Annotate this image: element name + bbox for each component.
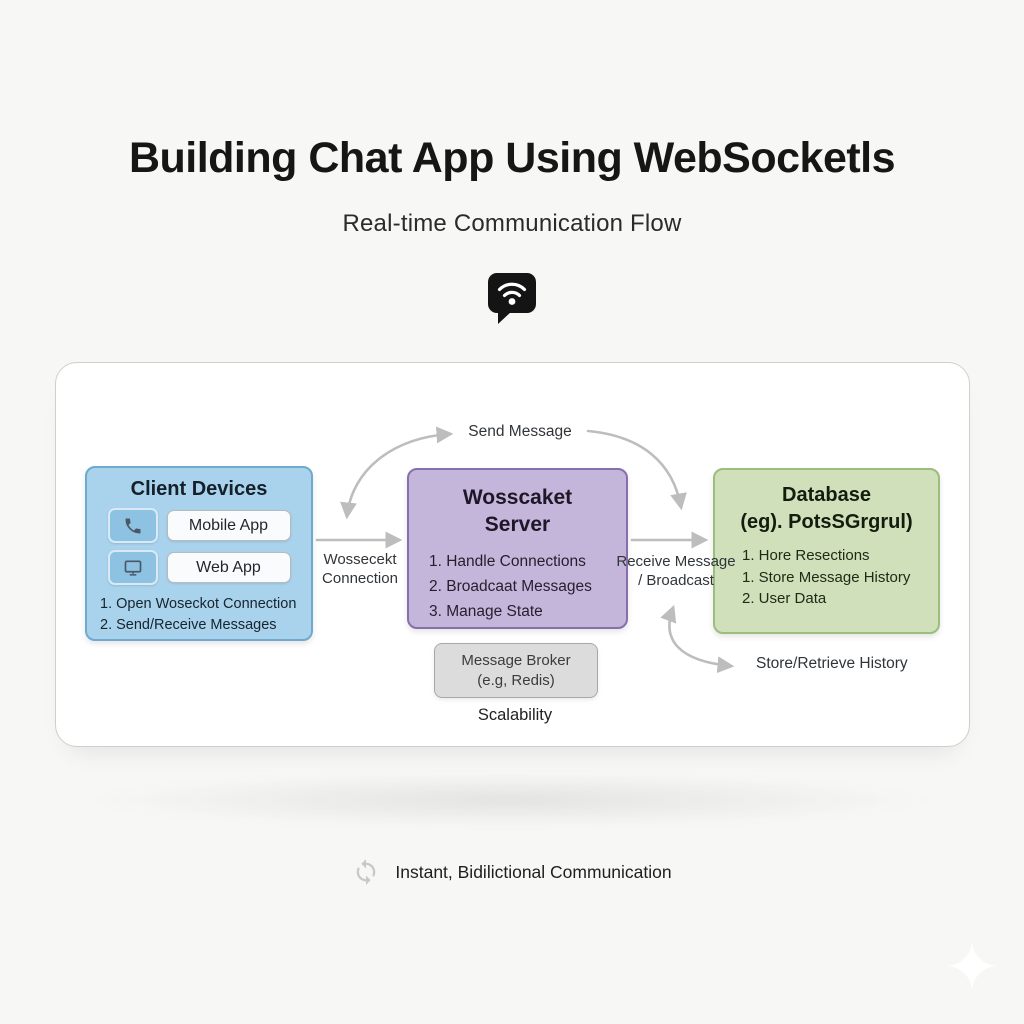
client-steps-list: 1. Open Woseckot Connection 2. Send/Rece… (87, 594, 311, 636)
monitor-icon (107, 550, 158, 585)
ws-connection-line2: Connection (322, 570, 398, 587)
database-title-line1: Database (782, 484, 871, 506)
web-app-label: Web App (166, 552, 291, 583)
database-steps-list: 1. Hore Resections 1. Store Message Hist… (715, 545, 938, 610)
server-title-line2: Server (484, 513, 551, 536)
web-app-row: Web App (87, 550, 311, 585)
sparkle-icon (944, 938, 1000, 994)
server-step: 1. Handle Connections (429, 553, 586, 570)
receive-line2: / Broadcast (638, 572, 714, 589)
database-title: Database (eg). PotsSGrgrul) (715, 482, 938, 536)
panel-shadow (80, 772, 940, 828)
websocket-server-box: Wosscaket Server 1. Handle Connections 2… (407, 468, 628, 629)
message-broker-box: Message Broker (e.g, Redis) (434, 643, 598, 698)
client-step: 2. Send/Receive Messages (100, 617, 277, 633)
client-devices-title: Client Devices (130, 478, 268, 500)
broker-line2: (e.g, Redis) (477, 671, 555, 689)
receive-line1: Receive Message (616, 553, 736, 570)
database-box: Database (eg). PotsSGrgrul) 1. Hore Rese… (713, 468, 940, 634)
websocket-connection-label: Wossecekt Connection (312, 550, 408, 588)
store-retrieve-arrow (660, 604, 735, 674)
phone-icon (107, 508, 158, 543)
scalability-label: Scalability (477, 706, 553, 724)
store-retrieve-label: Store/Retrieve History (756, 655, 908, 672)
page-subtitle: Real-time Communication Flow (342, 210, 682, 237)
database-title-line2: (eg). PotsSGrgrul) (740, 511, 913, 533)
broker-line1: Message Broker (461, 651, 571, 669)
footer: Instant, Bidilictional Communication (0, 858, 1024, 886)
mobile-app-row: Mobile App (87, 508, 311, 543)
wifi-chat-bubble-icon (484, 268, 540, 326)
server-step: 3. Manage State (429, 603, 543, 620)
database-step: 1. Store Message History (742, 568, 911, 586)
server-title: Wosscaket Server (409, 484, 626, 538)
send-message-arc-left (340, 426, 454, 520)
client-devices-box: Client Devices Mobile App Web App 1. Ope… (85, 466, 313, 641)
ws-connection-line1: Wossecekt (323, 551, 397, 568)
send-message-label: Send Message (468, 423, 572, 440)
send-message-arc-right (586, 429, 687, 511)
receive-broadcast-label: Receive Message / Broadcast (612, 552, 740, 590)
client-step: 1. Open Woseckot Connection (100, 596, 297, 612)
footer-text: Instant, Bidilictional Communication (395, 861, 672, 882)
database-step: 1. Hore Resections (742, 547, 870, 564)
server-step: 2. Broadcaat Messages (429, 578, 592, 595)
server-title-line1: Wosscaket (462, 486, 573, 509)
page-title: Building Chat App Using WebSocketls (128, 134, 896, 182)
database-step: 2. User Data (742, 590, 827, 607)
mobile-app-label: Mobile App (166, 510, 291, 541)
server-steps-list: 1. Handle Connections 2. Broadcaat Messa… (409, 549, 626, 624)
sync-arrows-icon (357, 859, 376, 885)
